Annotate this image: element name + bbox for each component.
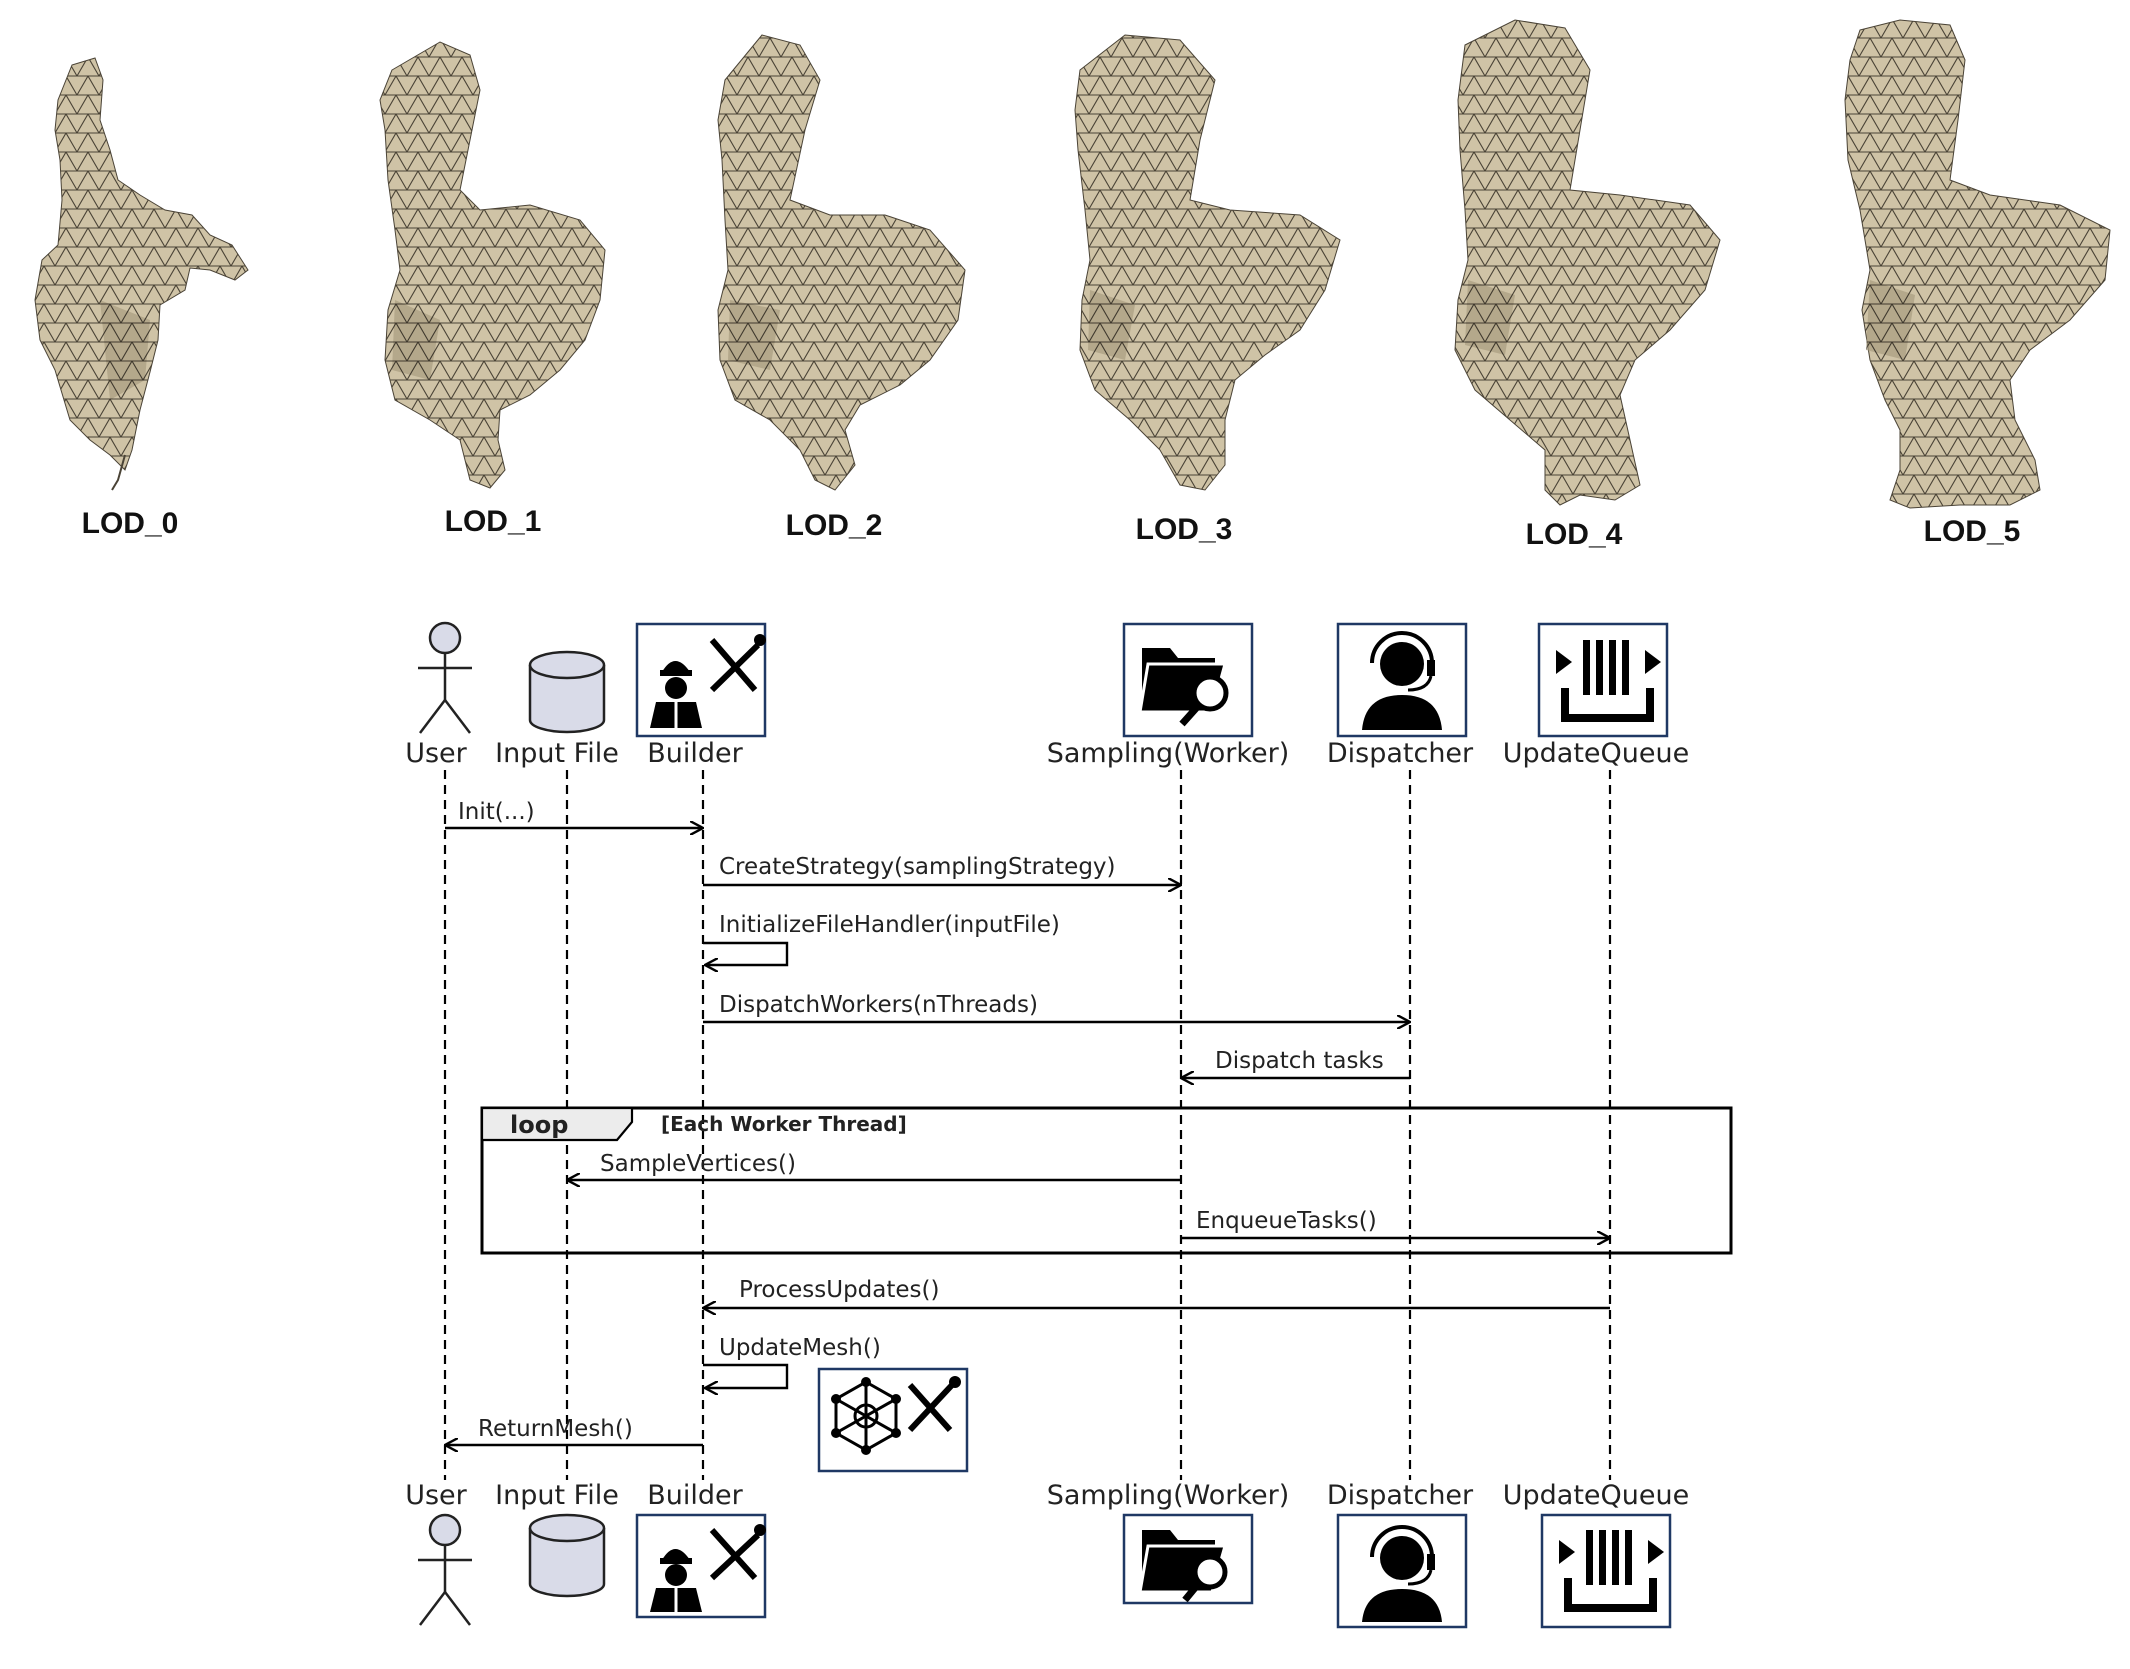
participant-label-input-file: Input File (495, 1480, 619, 1511)
message-arrow (703, 941, 789, 965)
message-label: Dispatch tasks (1215, 1048, 1384, 1074)
loop-keyword: loop (510, 1111, 568, 1139)
participant-label-user: User (405, 738, 467, 769)
mesh-tools-icon (817, 1367, 969, 1473)
message-label: UpdateMesh() (719, 1335, 881, 1361)
message-label: Init(...) (458, 799, 535, 825)
message-label: InitializeFileHandler(inputFile) (719, 912, 1060, 938)
participant-label-builder: Builder (647, 1480, 743, 1511)
participant-label-builder: Builder (647, 738, 743, 769)
lod-label: LOD_0 (82, 507, 179, 540)
participant-label-user: User (405, 1480, 467, 1511)
headset-operator-icon (1336, 1513, 1468, 1629)
folder-search-icon (1122, 622, 1254, 738)
message-label: CreateStrategy(samplingStrategy) (719, 854, 1116, 880)
lod-2-mesh (717, 34, 966, 491)
loop-frame: loop [Each Worker Thread] (480, 1106, 1733, 1255)
lod-3-mesh (1074, 34, 1341, 491)
lod-5-mesh (1844, 19, 2111, 509)
participant-label-sampling: Sampling(Worker) (1047, 1480, 1290, 1511)
messages (445, 828, 1610, 1445)
message-label: ReturnMesh() (478, 1416, 633, 1442)
folder-search-icon (1122, 1513, 1254, 1605)
database-icon (528, 1513, 606, 1598)
queue-icon (1540, 1513, 1672, 1629)
message-arrow (703, 1363, 789, 1388)
participant-label-dispatcher: Dispatcher (1327, 1480, 1474, 1511)
lod-4-mesh (1454, 19, 1721, 506)
participant-label-sampling: Sampling(Worker) (1047, 738, 1290, 769)
participant-label-update-queue: UpdateQueue (1503, 1480, 1689, 1511)
queue-icon (1537, 622, 1669, 738)
lod-label: LOD_2 (786, 509, 883, 542)
builder-worker-tools-icon (635, 1513, 767, 1619)
stick-figure-icon (418, 1513, 472, 1626)
participant-label-dispatcher: Dispatcher (1327, 738, 1474, 769)
loop-guard: [Each Worker Thread] (661, 1112, 907, 1136)
lod-label: LOD_3 (1136, 513, 1233, 546)
database-icon (528, 650, 606, 734)
stick-figure-icon (418, 621, 472, 734)
lod-row: LOD_0 LOD_1 LOD_2 LOD_3 LOD_4 LOD_5 (34, 19, 2111, 551)
lod-label: LOD_4 (1526, 518, 1623, 551)
participant-label-update-queue: UpdateQueue (1503, 738, 1689, 769)
lifelines (443, 770, 1612, 1480)
message-label: EnqueueTasks() (1196, 1208, 1377, 1234)
participant-label-input-file: Input File (495, 738, 619, 769)
builder-worker-tools-icon (635, 622, 767, 738)
message-label: DispatchWorkers(nThreads) (719, 992, 1038, 1018)
lod-1-mesh (379, 41, 606, 489)
message-label: SampleVertices() (600, 1151, 796, 1177)
sequence-diagram: User Input File Builder Sampling(Worker)… (405, 621, 1733, 1629)
lod-label: LOD_5 (1924, 515, 2021, 548)
message-label: ProcessUpdates() (739, 1277, 939, 1303)
headset-operator-icon (1336, 622, 1468, 738)
lod-0-mesh (34, 57, 249, 491)
lod-label: LOD_1 (445, 505, 542, 538)
